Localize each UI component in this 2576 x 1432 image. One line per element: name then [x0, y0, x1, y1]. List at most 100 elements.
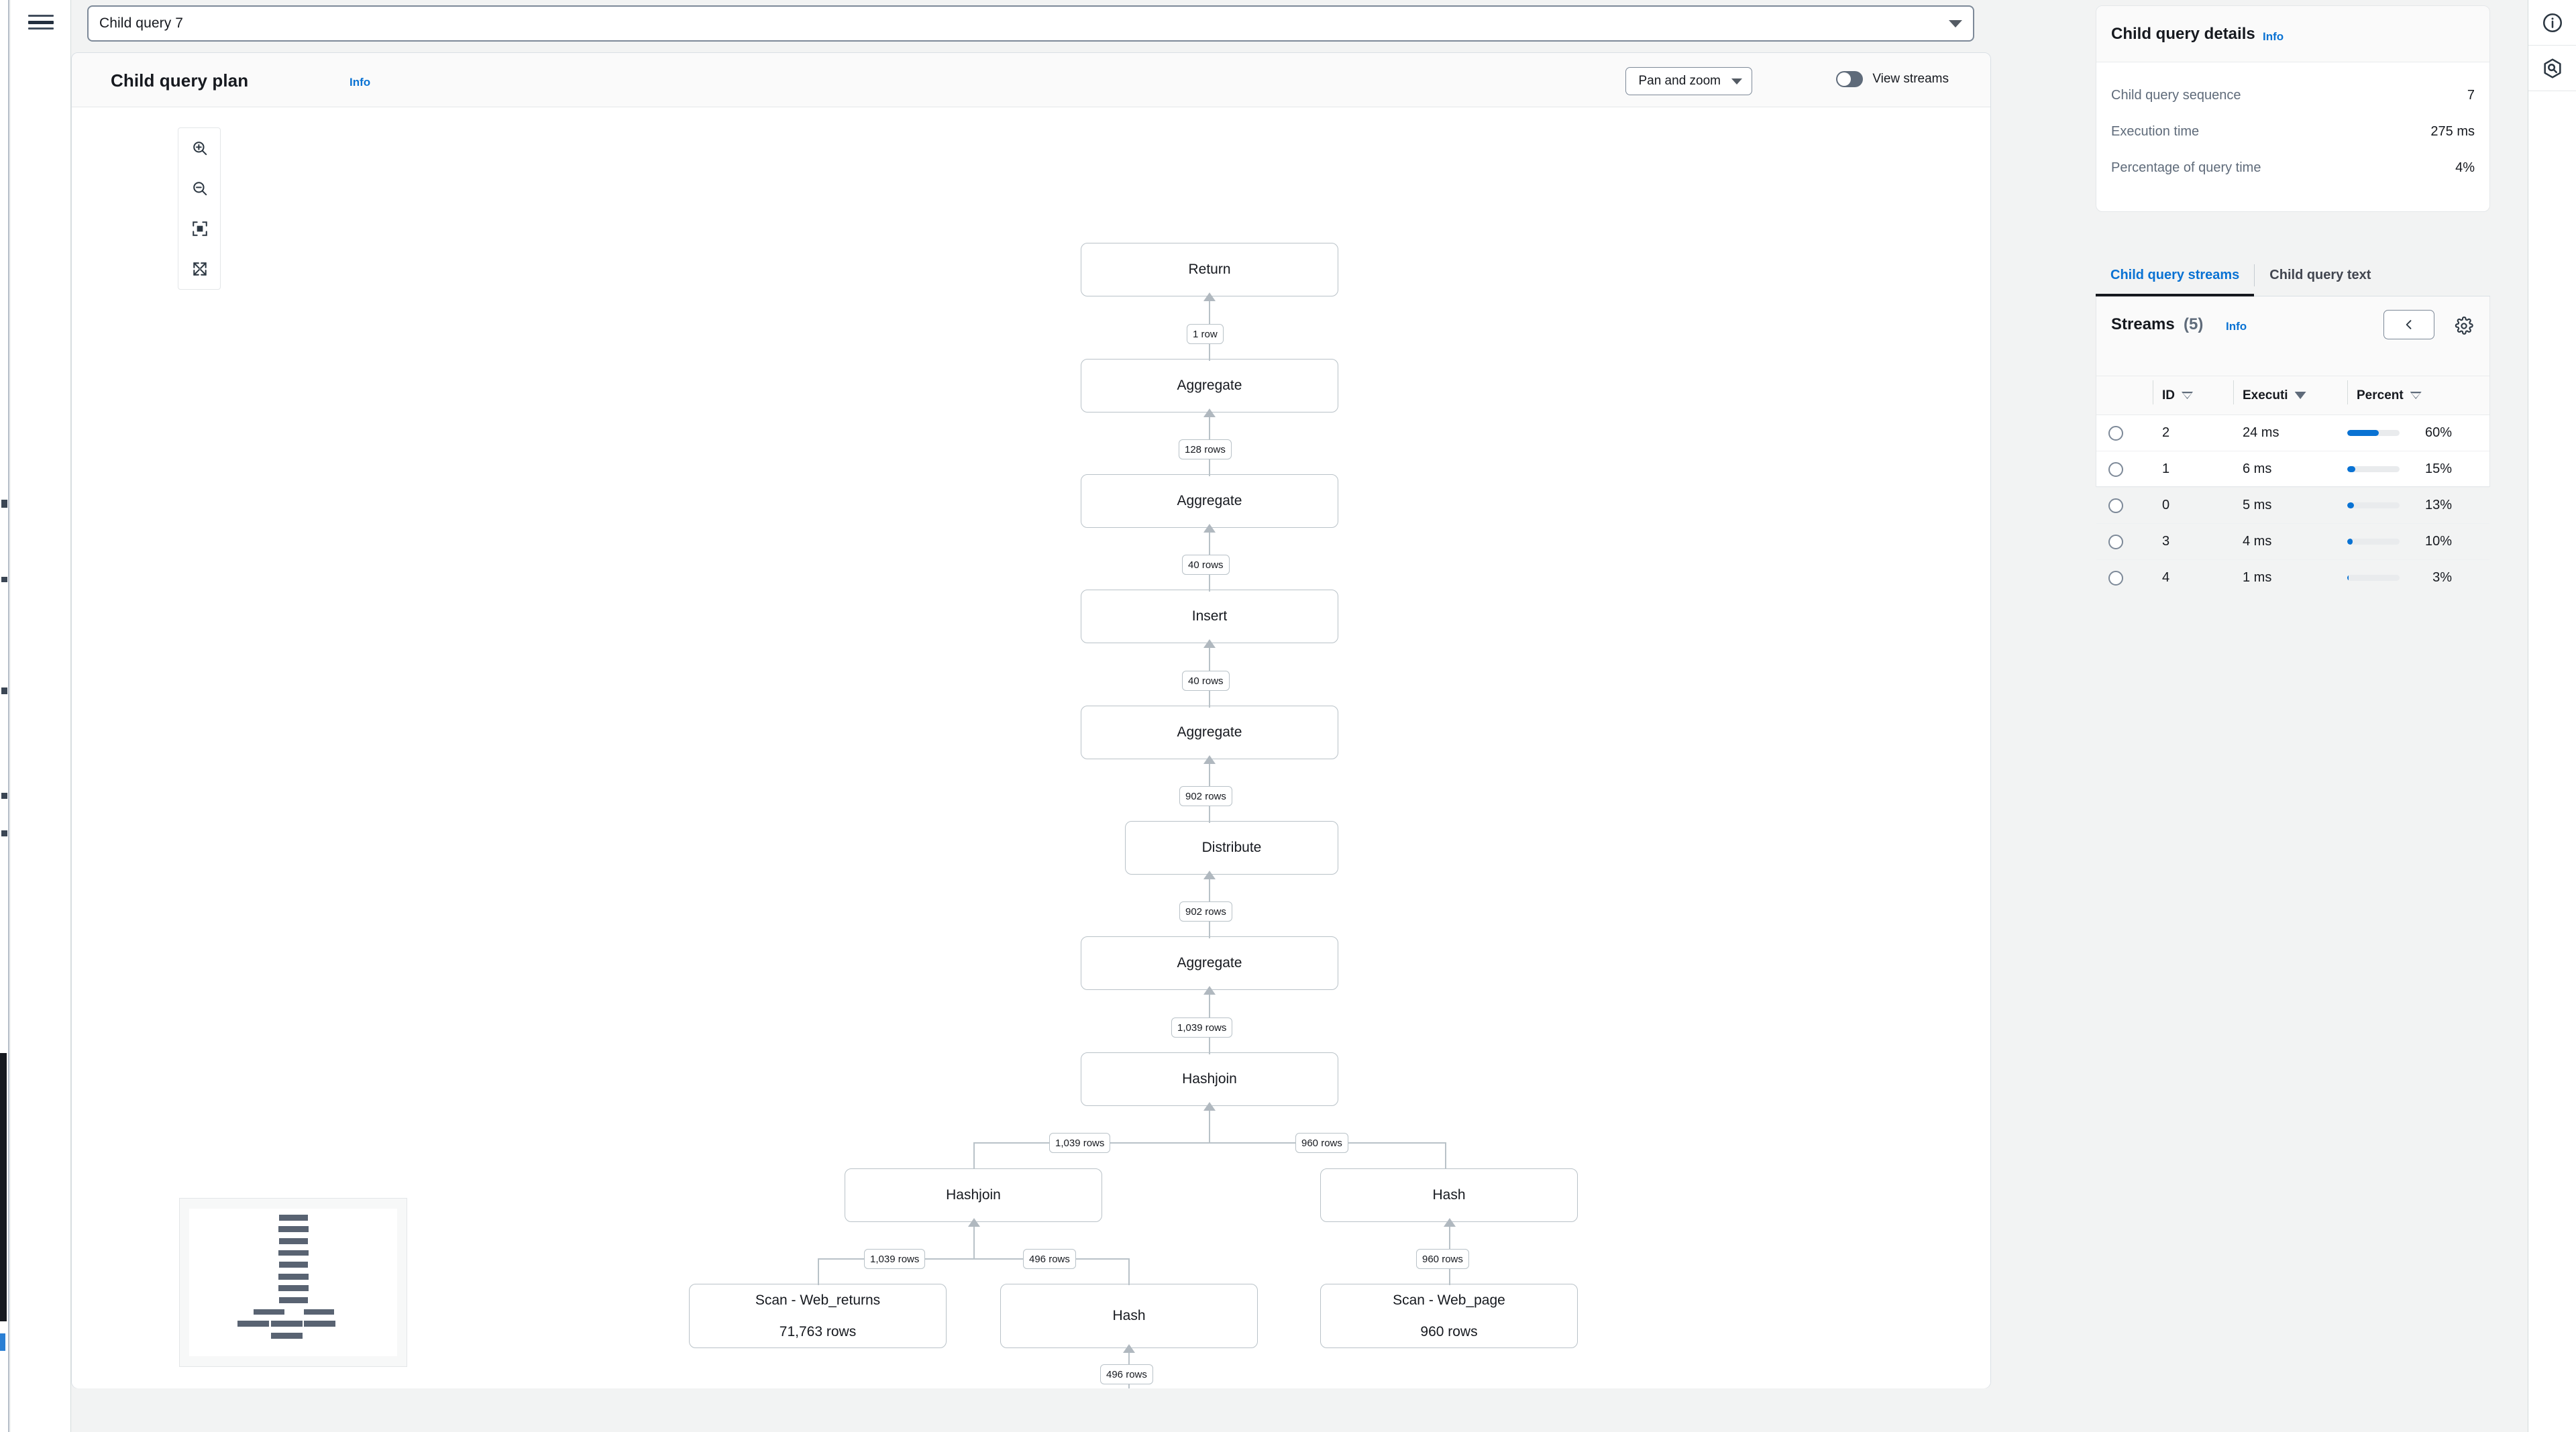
hexagon-search-icon [2544, 58, 2561, 78]
edge-line [1128, 1258, 1130, 1285]
detail-value: 7 [2467, 88, 2475, 103]
graph-node-title: Return [1188, 262, 1231, 278]
hamburger-menu-icon[interactable] [28, 12, 54, 32]
collapsed-panel-sliver [0, 0, 9, 1432]
minimap-node [278, 1285, 309, 1292]
graph-node-agg1[interactable]: Aggregate [1081, 359, 1338, 412]
streams-header: Streams (5) Info [2096, 296, 2489, 376]
graph-node-hash_mid[interactable]: Hash [1000, 1284, 1258, 1348]
pan-and-zoom-dropdown[interactable]: Pan and zoom [1625, 67, 1752, 95]
child-query-select[interactable]: Child query 7 [87, 5, 1974, 42]
chevron-down-icon [1949, 19, 1962, 27]
edge-row-count-label: 902 rows [1179, 786, 1232, 806]
previous-page-button[interactable] [2383, 310, 2434, 339]
edge-row-count-label: 960 rows [1295, 1133, 1348, 1153]
plan-card-header: Child query plan Info Pan and zoom View … [72, 53, 1990, 107]
tab-divider [2254, 264, 2255, 286]
detail-value: 4% [2455, 160, 2475, 175]
graph-node-agg4[interactable]: Aggregate [1081, 936, 1338, 990]
edge-line [1209, 759, 1210, 791]
view-streams-toggle[interactable]: View streams [1836, 71, 1949, 87]
view-streams-label: View streams [1872, 72, 1949, 86]
table-settings-button[interactable] [2451, 313, 2477, 339]
row-radio-button[interactable] [2108, 498, 2123, 513]
edge-arrow [1203, 524, 1216, 533]
fullscreen-icon[interactable] [178, 249, 221, 289]
right-pane: Child query details Info Child query seq… [2092, 0, 2528, 1432]
tab-child-query-streams[interactable]: Child query streams [2096, 255, 2255, 296]
edge-row-count-label: 40 rows [1182, 555, 1230, 575]
minimap-node [237, 1321, 270, 1327]
streams-column-header-percent[interactable]: Percent [2347, 376, 2489, 415]
percent-bar-track [2347, 539, 2400, 545]
percent-bar-fill [2347, 466, 2355, 472]
graph-minimap[interactable] [179, 1198, 407, 1367]
details-title: Child query details [2111, 25, 2255, 43]
edge-arrow [1203, 986, 1216, 995]
minimap-node [278, 1238, 309, 1244]
graph-node-hash_r[interactable]: Hash [1320, 1168, 1578, 1222]
details-info-link[interactable]: Info [2263, 30, 2284, 43]
query-editor-button[interactable] [2528, 46, 2576, 91]
sliver-mark [1, 793, 7, 799]
graph-node-title: Scan - Web_returns [755, 1292, 881, 1308]
minimap-node [303, 1321, 335, 1327]
row-radio-button[interactable] [2108, 570, 2123, 586]
edge-arrow [1203, 639, 1216, 648]
child-query-select-value: Child query 7 [99, 15, 184, 31]
info-panel-button[interactable] [2528, 0, 2576, 46]
row-radio-button[interactable] [2108, 461, 2123, 477]
detail-row-sequence: Child query sequence 7 [2111, 88, 2475, 103]
edge-arrow [1444, 1218, 1456, 1227]
graph-node-agg2[interactable]: Aggregate [1081, 474, 1338, 528]
edge-line [973, 1142, 975, 1169]
edge-line [1209, 912, 1210, 938]
cell-stream-id: 0 [2153, 487, 2233, 524]
zoom-out-icon[interactable] [178, 168, 221, 209]
graph-node-title: Aggregate [1177, 724, 1242, 740]
fit-to-view-icon[interactable] [178, 209, 221, 249]
percent-bar-track [2347, 502, 2400, 508]
edge-arrow [1203, 755, 1216, 764]
edge-line [1209, 875, 1210, 907]
edge-line [1209, 643, 1210, 675]
minimap-node [278, 1250, 309, 1256]
sort-caret-icon [2410, 392, 2422, 399]
edge-arrow [968, 1218, 980, 1227]
plan-info-link[interactable]: Info [350, 76, 371, 89]
graph-node-return[interactable]: Return [1081, 243, 1338, 296]
graph-node-hashjoin_l[interactable]: Hashjoin [845, 1168, 1102, 1222]
streams-column-header-id[interactable]: ID [2153, 376, 2233, 415]
graph-node-title: Scan - Web_page [1393, 1292, 1505, 1308]
zoom-in-icon[interactable] [178, 128, 221, 168]
streams-column-header-execution-time[interactable]: Executi [2233, 376, 2347, 415]
pan-and-zoom-label: Pan and zoom [1638, 74, 1721, 88]
percent-bar-track [2347, 430, 2400, 436]
edge-line [1209, 412, 1210, 445]
minimap-node [303, 1309, 335, 1315]
graph-node-title: Hashjoin [1182, 1071, 1237, 1087]
row-radio-button[interactable] [2108, 425, 2123, 441]
tab-child-query-text[interactable]: Child query text [2269, 268, 2371, 282]
graph-node-hashjoin_t[interactable]: Hashjoin [1081, 1052, 1338, 1106]
percent-bar-fill [2347, 575, 2349, 582]
row-radio-button[interactable] [2108, 534, 2123, 549]
details-header: Child query details Info [2096, 6, 2489, 62]
cell-percent: 15% [2347, 451, 2489, 488]
streams-info-link[interactable]: Info [2226, 320, 2247, 333]
graph-node-insert[interactable]: Insert [1081, 590, 1338, 643]
sliver-accent-block [0, 1333, 5, 1351]
graph-node-agg3[interactable]: Aggregate [1081, 706, 1338, 759]
minimap-node [278, 1262, 309, 1268]
graph-node-distribute[interactable]: Distribute [1125, 821, 1338, 875]
edge-row-count-label: 40 rows [1182, 671, 1230, 691]
percent-value-label: 10% [2424, 534, 2452, 549]
